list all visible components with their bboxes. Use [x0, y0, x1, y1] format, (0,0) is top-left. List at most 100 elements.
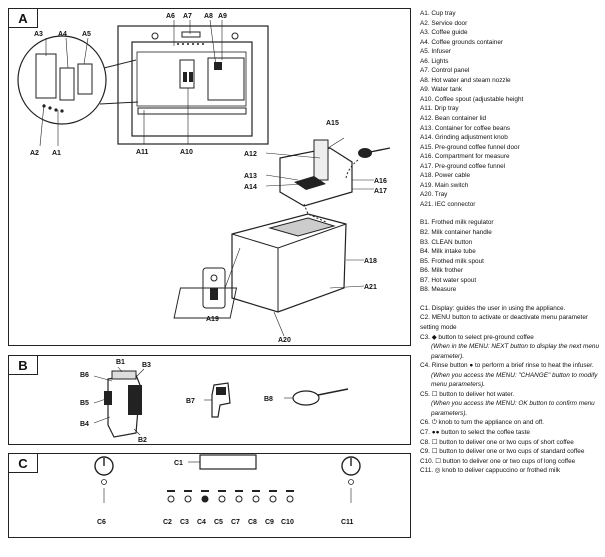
cappuccino-knob: [341, 456, 361, 476]
label-a15: A15: [326, 120, 339, 127]
legend-item: C6. ⏻ knob to turn the appliance on and …: [420, 419, 544, 427]
legend-item-note: (When in the MENU: NEXT button to displa…: [431, 343, 600, 360]
label-c4: C4: [197, 519, 206, 526]
label-a12: A12: [244, 151, 257, 158]
rinse-button[interactable]: [201, 495, 209, 503]
label-a8: A8: [204, 13, 213, 20]
label-a4: A4: [58, 31, 67, 38]
standard-coffee-button[interactable]: [269, 495, 277, 503]
legend-item: B1. Frothed milk regulator: [420, 219, 494, 227]
label-a6: A6: [166, 13, 175, 20]
cabinet-knob-right: [231, 32, 239, 40]
label-b4: B4: [80, 421, 89, 428]
legend-item: B3. CLEAN button: [420, 238, 473, 246]
legend-c-list: C1. Display: guides the user in using th…: [420, 304, 602, 476]
taste-button[interactable]: [235, 495, 243, 503]
legend-item-note: (When you access the MENU: "CHANGE" butt…: [431, 371, 598, 389]
legend-item: C4. Rinse button ● to perform a brief ri…: [420, 362, 594, 370]
legend-item: C1. Display: guides the user in using th…: [420, 304, 566, 312]
legend-item-note: (When you access the MENU: OK button to …: [431, 400, 595, 417]
legend-item: B2. Milk container handle: [420, 229, 492, 237]
label-a10: A10: [180, 149, 193, 156]
legend-item: A11. Drip tray: [420, 105, 459, 113]
label-c1: C1: [174, 460, 183, 467]
hot-water-spout: [211, 382, 231, 418]
diagram-c: C1 C6 C11 C2 C3 C4 C5 C7 C8 C9 C10: [94, 454, 361, 526]
label-a18: A18: [364, 258, 377, 265]
label-a11: A11: [136, 149, 149, 156]
legend-item: A14. Grinding adjustment knob: [420, 134, 508, 142]
legend-item: A17. Pre-ground coffee funnel: [420, 162, 506, 170]
legend-item: A12. Bean container lid: [420, 115, 487, 123]
label-b3: B3: [142, 362, 151, 369]
label-c2: C2: [163, 519, 172, 526]
label-c3: C3: [180, 519, 189, 526]
label-c11: C11: [341, 519, 354, 526]
detail-magnifier: [17, 35, 107, 125]
legend-item: A1. Cup tray: [420, 10, 456, 17]
label-a7: A7: [183, 13, 192, 20]
legend-item: A6. Lights: [420, 57, 449, 65]
label-c10: C10: [281, 519, 294, 526]
legend-item: C3. ◆ button to select pre-ground coffee: [420, 333, 534, 341]
label-a3: A3: [34, 31, 43, 38]
legend-item: C10. ☐ button to deliver one or two cups…: [420, 457, 576, 465]
measure-scoop: [358, 148, 372, 158]
label-b5: B5: [80, 400, 89, 407]
label-a19: A19: [206, 316, 219, 323]
short-coffee-button[interactable]: [252, 495, 260, 503]
menu-button[interactable]: [167, 495, 175, 503]
legend-item: A4. Coffee grounds container: [420, 38, 504, 46]
label-b6: B6: [80, 372, 89, 379]
label-c8: C8: [248, 519, 257, 526]
hot-water-button[interactable]: [218, 495, 226, 503]
legend-item: A13. Container for coffee beans: [420, 124, 511, 132]
legend-item: C11. ◎ knob to deliver cappuccino or fro…: [420, 467, 561, 475]
button-row: [167, 495, 294, 503]
legend-item: A7. Control panel: [420, 67, 470, 75]
label-b1: B1: [116, 359, 125, 366]
power-symbol-icon: [101, 479, 107, 485]
panel-a: [8, 8, 411, 346]
label-c5: C5: [214, 519, 223, 526]
legend-item: C7. ●● button to select the coffee taste: [420, 428, 530, 436]
label-a13: A13: [244, 173, 257, 180]
legend-item: C2. MENU button to activate or deactivat…: [420, 314, 589, 331]
legend-item: A10. Coffee spout (adjustable height: [420, 95, 524, 103]
legend-item: A9. Water tank: [420, 86, 463, 94]
tray-a20: [173, 287, 238, 319]
legend-item: A20. Tray: [420, 191, 448, 199]
measure-b8: [292, 390, 320, 406]
machine-body-3d: [231, 213, 347, 313]
water-tank: [207, 57, 245, 101]
label-a5: A5: [82, 31, 91, 38]
drip-tray-front: [137, 107, 247, 115]
pre-ground-button[interactable]: [184, 495, 192, 503]
legend-item: B5. Frothed milk spout: [420, 257, 484, 265]
legend-item: A19. Main switch: [420, 181, 469, 189]
label-c7: C7: [231, 519, 240, 526]
control-panel-display: [181, 31, 201, 38]
label-a16: A16: [374, 178, 387, 185]
label-b2: B2: [138, 437, 147, 444]
coffee-spout: [179, 59, 195, 89]
panel-c: [8, 453, 411, 538]
power-knob: [94, 456, 114, 476]
legend-item: B6. Milk frother: [420, 267, 463, 275]
section-label-a: A: [8, 8, 38, 28]
section-label-b: B: [8, 355, 38, 375]
cabinet-outline: [117, 25, 269, 145]
diagram-a: A6 A7 A8 A9 A3 A4 A5 A2 A1 A11 A10 A15 A…: [17, 13, 391, 344]
display-c1: [199, 454, 257, 470]
label-a1: A1: [52, 150, 61, 157]
legend-item: C9. ☐ button to deliver one or two cups …: [420, 448, 585, 456]
legend-item: B8. Measure: [420, 286, 457, 294]
label-a17: A17: [374, 188, 387, 195]
legend-item: A2. Service door: [420, 19, 468, 27]
cappuccino-symbol-icon: [348, 479, 354, 485]
long-coffee-button[interactable]: [286, 495, 294, 503]
section-label-c: C: [8, 453, 38, 473]
label-a14: A14: [244, 184, 257, 191]
